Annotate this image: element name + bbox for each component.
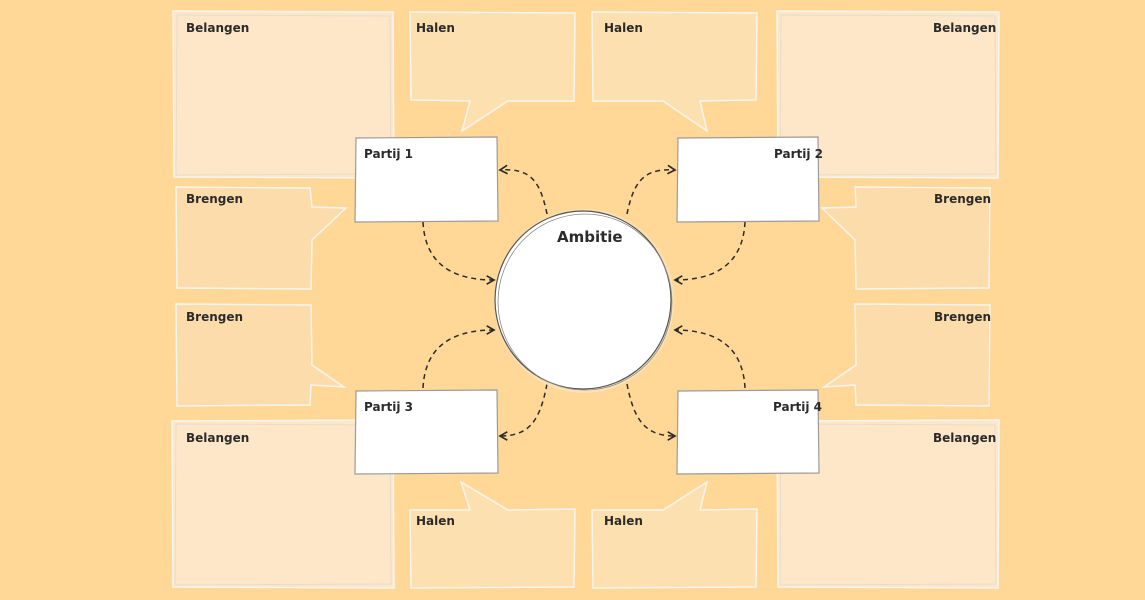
- arrow-circle-to-partij-1: [498, 164, 548, 215]
- get-label-partij-4: Halen: [604, 514, 643, 528]
- party-1-label: Partij 1: [364, 147, 413, 161]
- arrow-partij-2-to-circle: [673, 221, 746, 285]
- party-card-2[interactable]: [676, 136, 820, 223]
- get-bubble-partij-3[interactable]: [409, 480, 576, 589]
- party-card-3[interactable]: [354, 389, 499, 475]
- get-label-partij-2: Halen: [604, 21, 643, 35]
- bring-label-partij-3: Brengen: [186, 310, 244, 324]
- party-2-label: Partij 2: [774, 147, 823, 161]
- bring-bubble-partij-3[interactable]: [175, 303, 347, 407]
- get-label-partij-3: Halen: [416, 514, 455, 528]
- interests-label-partij-4: Belangen: [933, 431, 997, 445]
- interests-label-partij-1: Belangen: [186, 21, 250, 35]
- ambition-circle[interactable]: [494, 209, 674, 393]
- party-cards: [354, 136, 820, 475]
- arrow-partij-4-to-circle: [673, 325, 746, 389]
- bring-bubbles: [175, 186, 991, 407]
- bring-label-partij-4: Brengen: [934, 310, 992, 324]
- bring-label-partij-2: Brengen: [934, 192, 992, 206]
- interests-box-partij-3[interactable]: [171, 419, 395, 589]
- bring-label-partij-1: Brengen: [186, 192, 244, 206]
- interests-boxes: [171, 10, 1000, 589]
- bring-bubble-partij-1[interactable]: [175, 186, 348, 290]
- arrow-partij-1-to-circle: [422, 221, 496, 285]
- party-card-1[interactable]: [354, 136, 499, 223]
- interests-box-partij-4[interactable]: [776, 419, 1000, 589]
- ambition-title: Ambitie: [557, 228, 623, 246]
- interests-label-partij-2: Belangen: [933, 21, 997, 35]
- interests-box-partij-2[interactable]: [776, 10, 1000, 179]
- bring-bubble-partij-4[interactable]: [821, 303, 991, 407]
- arrow-circle-to-partij-4: [626, 383, 677, 441]
- get-bubble-partij-2[interactable]: [591, 11, 758, 133]
- party-3-label: Partij 3: [364, 400, 413, 414]
- party-card-4[interactable]: [676, 389, 820, 475]
- get-label-partij-1: Halen: [416, 21, 455, 35]
- relation-arrows: [422, 164, 746, 441]
- get-bubble-partij-4[interactable]: [591, 480, 758, 589]
- interests-label-partij-3: Belangen: [186, 431, 250, 445]
- bring-bubble-partij-2[interactable]: [820, 186, 991, 290]
- arrow-circle-to-partij-2: [626, 164, 677, 215]
- arrow-circle-to-partij-3: [498, 383, 548, 441]
- party-4-label: Partij 4: [773, 400, 822, 414]
- get-bubble-partij-1[interactable]: [409, 11, 576, 133]
- arrow-partij-3-to-circle: [422, 325, 496, 389]
- get-bubbles: [409, 11, 758, 589]
